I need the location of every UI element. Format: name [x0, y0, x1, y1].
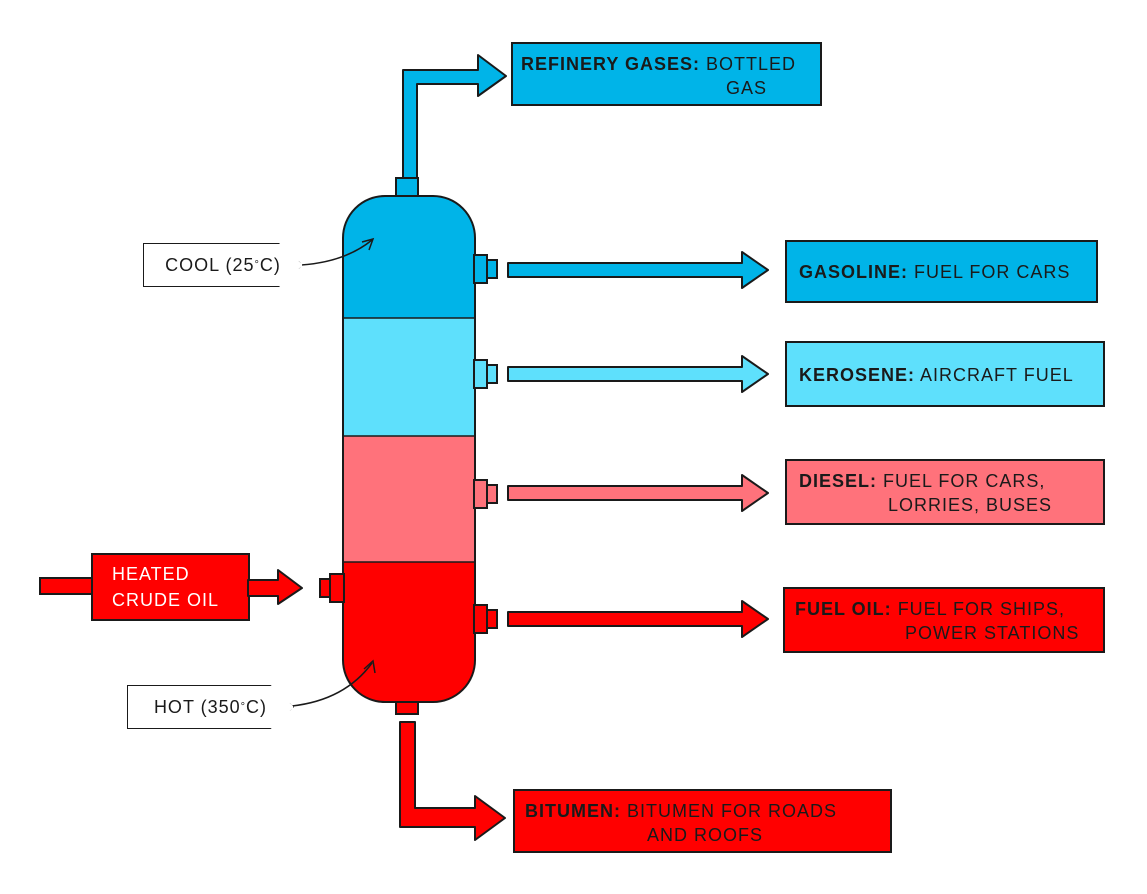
fuel-oil-name: FUEL OIL:: [795, 599, 892, 619]
cool-temp-unit: C): [259, 254, 281, 275]
inlet-label: HEATED CRUDE OIL: [112, 561, 219, 613]
top-outlet-arrow: [402, 54, 507, 183]
bitumen-box: BITUMEN: BITUMEN FOR ROADS AND ROOFS: [513, 789, 892, 853]
refinery-gases-use-line1: BOTTLED: [706, 54, 797, 74]
diesel-box: DIESEL: FUEL FOR CARS, LORRIES, BUSES: [785, 459, 1105, 525]
fuel-oil-use-line1: FUEL FOR SHIPS,: [897, 599, 1066, 619]
kerosene-arrow: [507, 355, 769, 393]
kerosene-name: KEROSENE:: [799, 365, 916, 385]
gasoline-use: FUEL FOR CARS: [914, 262, 1071, 282]
column-section-gasoline: [343, 196, 475, 318]
hot-degree-symbol: °: [240, 701, 247, 713]
inlet-arrow: [247, 569, 303, 605]
inlet-line1: HEATED: [112, 564, 190, 584]
gasoline-box: GASOLINE: FUEL FOR CARS: [785, 240, 1098, 303]
bottom-outlet-arrow: [399, 721, 506, 841]
fractionating-column: [342, 195, 476, 703]
kerosene-use: AIRCRAFT FUEL: [920, 365, 1074, 385]
inlet-pipe-left: [39, 577, 96, 595]
diesel-use-line2: LORRIES, BUSES: [888, 495, 1053, 515]
cool-degree-symbol: °: [254, 259, 260, 271]
cool-pointer: [300, 239, 373, 266]
hot-temp-unit: C): [246, 696, 268, 717]
refinery-gases-box: REFINERY GASES: BOTTLED GAS: [511, 42, 822, 106]
cool-temperature-tag: COOL (25°C): [143, 243, 303, 287]
refinery-gases-name: REFINERY GASES:: [521, 54, 701, 74]
diesel-name: DIESEL:: [799, 471, 878, 491]
column-section-kerosene: [343, 318, 475, 436]
fuel-oil-use-line2: POWER STATIONS: [905, 623, 1080, 643]
hot-temp-text: HOT (350: [153, 696, 241, 717]
column-section-fuel-oil: [343, 562, 475, 702]
inlet-line2: CRUDE OIL: [112, 590, 220, 610]
refinery-gases-use-line2: GAS: [726, 78, 768, 98]
bitumen-use-line2: AND ROOFS: [647, 825, 764, 845]
hot-temperature-tag: HOT (350°C): [127, 685, 294, 729]
gasoline-name: GASOLINE:: [799, 262, 909, 282]
fuel-oil-box: FUEL OIL: FUEL FOR SHIPS, POWER STATIONS: [783, 587, 1105, 653]
hot-pointer: [291, 662, 373, 707]
diesel-arrow: [507, 474, 769, 512]
bitumen-use-line1: BITUMEN FOR ROADS: [627, 801, 838, 821]
gasoline-arrow: [507, 251, 769, 289]
bitumen-name: BITUMEN:: [525, 801, 621, 821]
cool-temp-text: COOL (25: [165, 254, 255, 275]
diesel-use-line1: FUEL FOR CARS,: [883, 471, 1046, 491]
kerosene-box: KEROSENE: AIRCRAFT FUEL: [785, 341, 1105, 407]
fuel-oil-arrow: [507, 600, 769, 638]
column-section-diesel: [343, 436, 475, 562]
